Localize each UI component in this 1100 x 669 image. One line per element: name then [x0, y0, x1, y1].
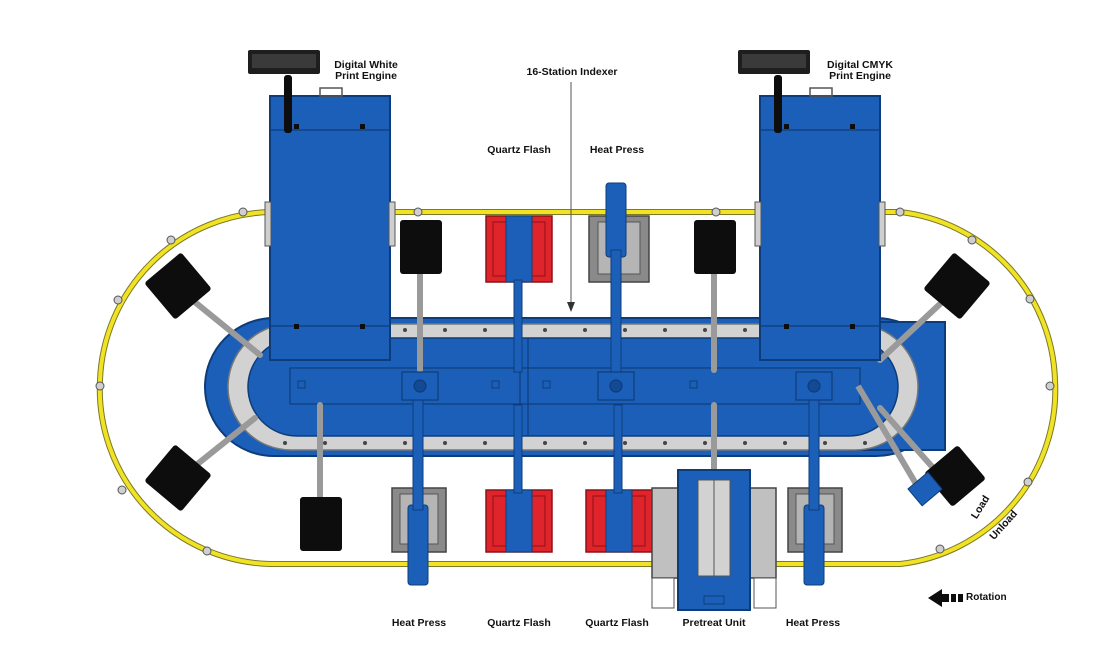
- digital-white-line1: Digital White: [334, 59, 398, 71]
- heat-press-bottom-left: [391, 399, 447, 586]
- indexer-label: 16-Station Indexer: [526, 66, 618, 78]
- indexer-pointer: [567, 82, 575, 312]
- conveyor-loop: [95, 207, 1059, 567]
- quartz-flash-bottom-1-label: Quartz Flash: [487, 617, 551, 629]
- heat-press-bottom-right: [787, 399, 843, 586]
- digital-cmyk-print-engine: [738, 50, 886, 361]
- heat-press-bottom-left-label: Heat Press: [391, 617, 447, 629]
- rotation-label: Rotation: [966, 592, 1007, 603]
- platens: [145, 220, 990, 551]
- digital-white-line2: Print Engine: [335, 70, 397, 82]
- digital-white-label: Digital White Print Engine: [328, 60, 404, 82]
- rotation-arrow-icon: [928, 589, 963, 607]
- quartz-flash-top-label: Quartz Flash: [487, 144, 551, 156]
- digital-cmyk-line1: Digital CMYK: [827, 59, 893, 71]
- heat-press-bottom-right-label: Heat Press: [785, 617, 841, 629]
- heat-press-top-label: Heat Press: [589, 144, 645, 156]
- quartz-flash-bottom-2: [585, 404, 653, 553]
- digital-cmyk-line2: Print Engine: [829, 70, 891, 82]
- indexer-hubs: [401, 371, 833, 401]
- digital-white-print-engine: [248, 50, 396, 361]
- digital-cmyk-label: Digital CMYK Print Engine: [822, 60, 898, 82]
- quartz-flash-top: [485, 215, 553, 373]
- quartz-flash-bottom-2-label: Quartz Flash: [585, 617, 649, 629]
- quartz-flash-bottom-1: [485, 404, 553, 553]
- heat-press-top: [588, 182, 650, 376]
- load-arm: [855, 384, 943, 507]
- pretreat-unit: [651, 469, 777, 611]
- pretreat-unit-label: Pretreat Unit: [682, 617, 746, 629]
